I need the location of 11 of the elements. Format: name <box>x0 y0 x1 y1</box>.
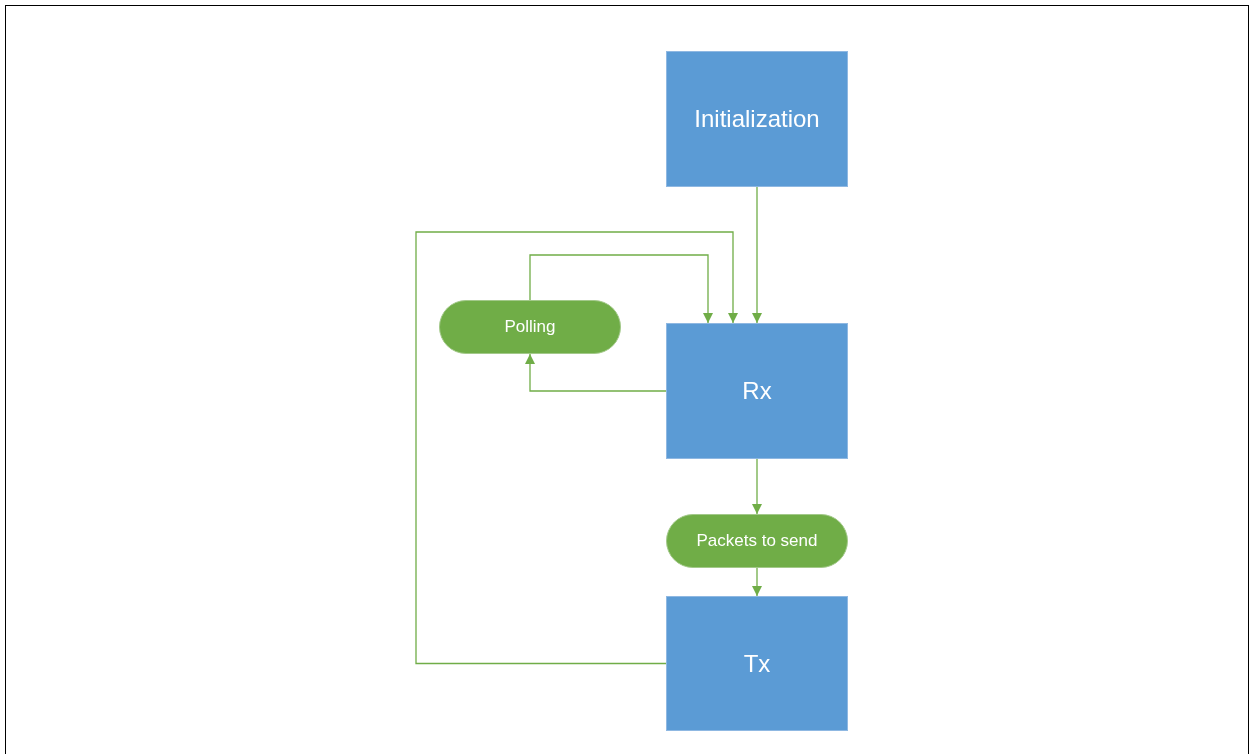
arrow <box>752 567 762 597</box>
arrow <box>529 254 713 324</box>
process-box: Rx <box>666 323 848 459</box>
arrow <box>752 186 762 324</box>
rounded-step-box: Polling <box>439 300 621 354</box>
process-box: Tx <box>666 596 848 731</box>
process-box: Initialization <box>666 51 848 187</box>
arrow <box>525 353 667 392</box>
arrow <box>752 458 762 515</box>
rounded-step-box: Packets to send <box>666 514 848 568</box>
arrow <box>415 231 738 665</box>
